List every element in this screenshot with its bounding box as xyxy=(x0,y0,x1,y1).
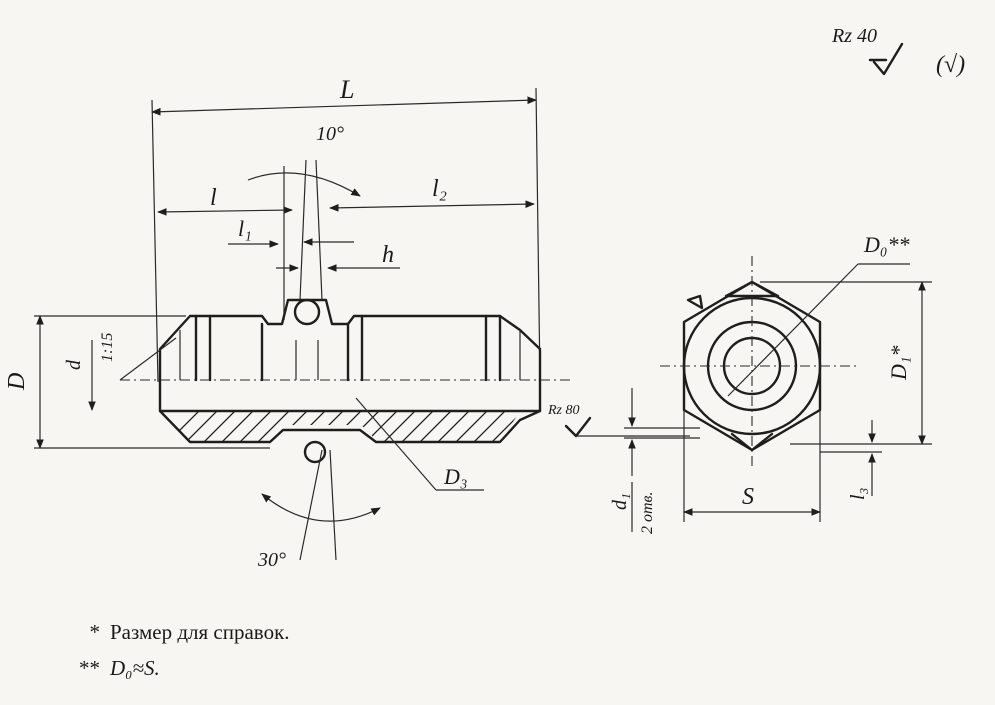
roughness-value: Rz 40 xyxy=(831,25,877,47)
dim-line-L xyxy=(151,96,537,116)
thread-taper-label: 1:15 xyxy=(99,333,116,362)
footnote-2-text: D₀≈S. xyxy=(110,656,160,680)
footnote-1-mark: * xyxy=(89,620,101,644)
body-outline-upper xyxy=(158,298,542,382)
footnote-2-mark: ** xyxy=(79,656,100,680)
dim-label-d1: d₁ xyxy=(609,493,631,510)
end-view: D₀** D₁* S d₁ 2 отв. Rz 80 l₃ xyxy=(547,232,932,534)
roughness-value-surface: Rz 80 xyxy=(547,403,580,418)
dim-label-l: l xyxy=(210,185,217,211)
roughness-other-symbol: (√) xyxy=(936,52,965,78)
dim-line-l xyxy=(157,206,293,216)
dim-label-d: d xyxy=(63,359,85,370)
roughness-symbol-general: Rz 40 (√) xyxy=(831,25,965,78)
footnote-1-text: Размер для справок. xyxy=(110,620,290,644)
dim-label-angle-10: 10° xyxy=(316,123,344,145)
dim-label-l3: l₃ xyxy=(847,487,869,500)
roughness-check-mark xyxy=(872,42,904,76)
ball xyxy=(293,298,321,326)
footnote-1: * Размер для справок. xyxy=(64,620,290,645)
dim-label-h: h xyxy=(382,242,394,268)
dim-label-angle-30: 30° xyxy=(257,549,286,571)
dim-label-D0: D₀** xyxy=(863,232,910,257)
dim-label-l2: l₂ xyxy=(432,176,447,202)
dim-label-D3: D₃ xyxy=(443,464,468,489)
dim-label-D: D xyxy=(4,373,30,391)
side-view: L 10° l l₂ l₁ h xyxy=(4,75,570,571)
dim-label-D1: D₁* xyxy=(886,345,911,381)
dim-label-S: S xyxy=(742,484,754,510)
dim-label-d1-count: 2 отв. xyxy=(639,492,656,535)
dim-line-l2 xyxy=(329,200,535,212)
dim-label-L: L xyxy=(339,75,354,104)
body-outline-lower xyxy=(158,378,542,444)
dim-label-l1: l₁ xyxy=(238,216,252,241)
footnote-2: ** D₀≈S. xyxy=(64,656,160,681)
